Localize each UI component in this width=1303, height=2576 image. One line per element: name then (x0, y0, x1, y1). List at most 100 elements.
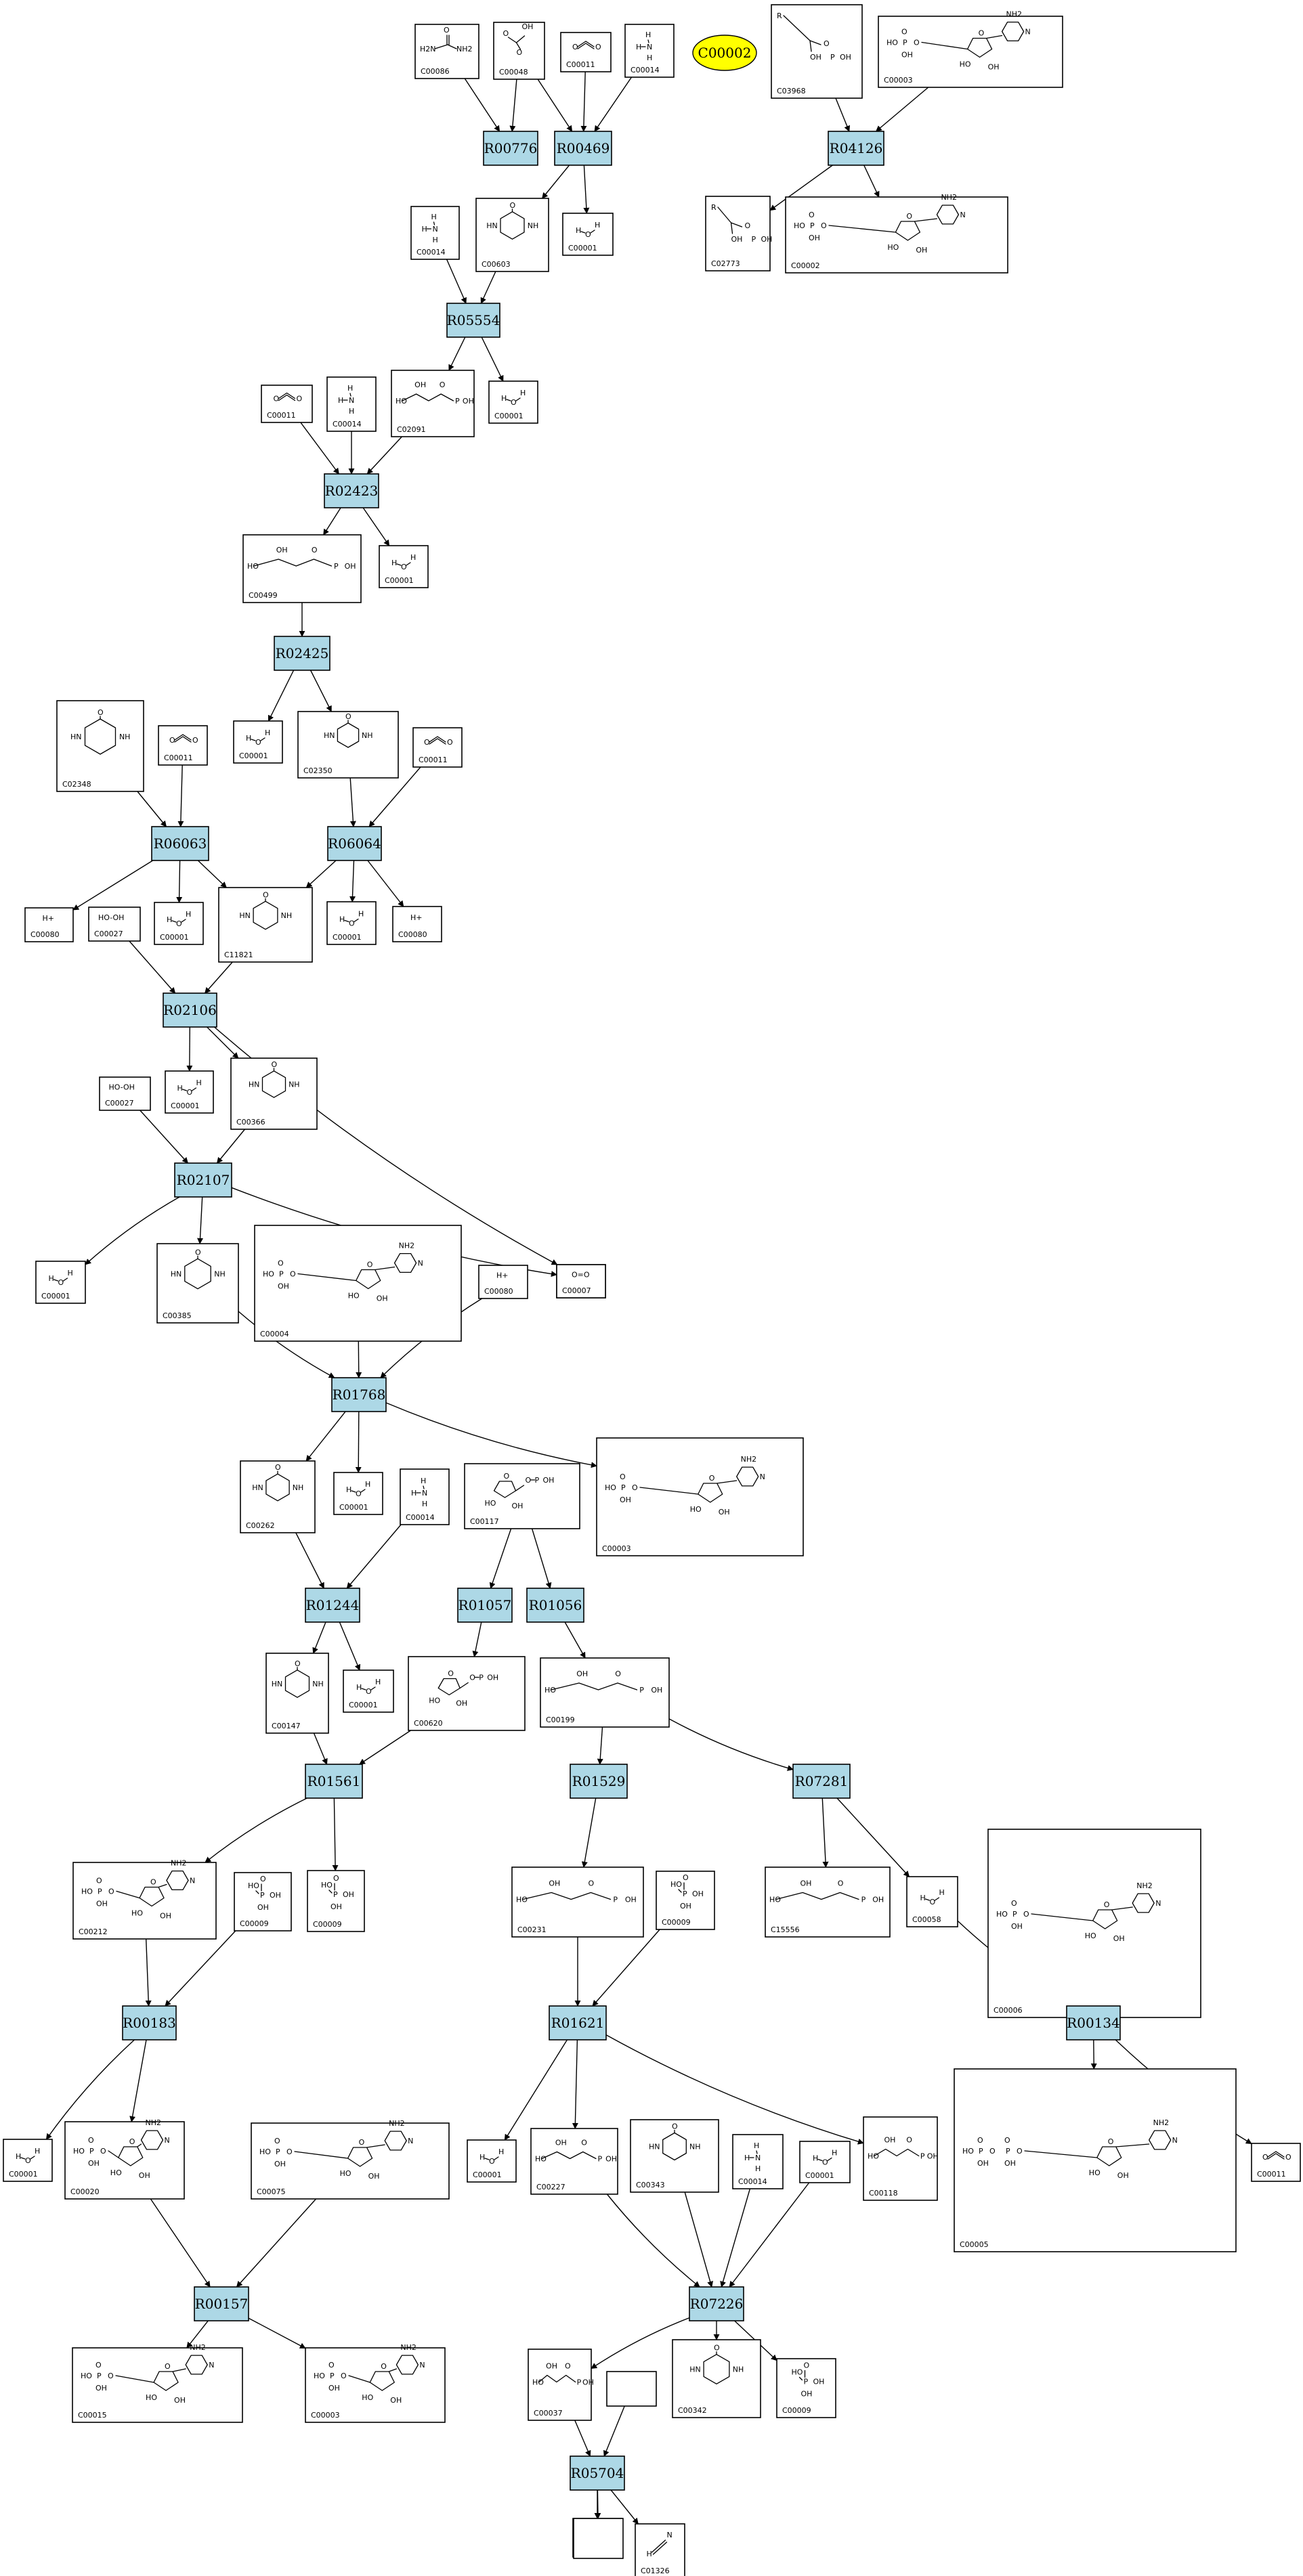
reaction-box[interactable] (305, 1588, 360, 1623)
compound-node[interactable]: H+C00080 (24, 907, 74, 942)
empty-compound-box[interactable] (573, 2518, 624, 2559)
reaction-box[interactable] (194, 2286, 249, 2321)
compound-box[interactable] (158, 725, 208, 766)
compound-box[interactable] (1251, 2143, 1301, 2182)
compound-box[interactable] (863, 2116, 938, 2201)
reaction-box[interactable] (305, 1764, 363, 1799)
compound-box[interactable] (987, 1829, 1201, 2018)
reaction-box[interactable] (554, 131, 612, 166)
compound-box[interactable] (261, 385, 313, 423)
compound-box[interactable] (379, 545, 429, 588)
reaction-box[interactable] (570, 1764, 628, 1799)
compound-box[interactable] (64, 2121, 185, 2200)
reaction-box[interactable] (1066, 2005, 1121, 2040)
compound-box[interactable] (391, 370, 475, 437)
compound-node[interactable]: H+C00080 (392, 906, 442, 942)
compound-box[interactable] (154, 902, 204, 945)
reaction-box[interactable] (792, 1764, 851, 1799)
compound-box[interactable] (540, 1657, 670, 1728)
compound-box[interactable] (624, 24, 675, 78)
reaction-node[interactable]: R01561 (305, 1764, 363, 1799)
reaction-node[interactable]: R00776 (483, 131, 538, 166)
reaction-node[interactable]: R06064 (327, 826, 382, 861)
compound-box[interactable] (799, 2141, 851, 2183)
compound-node[interactable]: H+C00080 (478, 1265, 528, 1299)
compound-box[interactable] (410, 206, 460, 260)
compound-box[interactable] (530, 2128, 618, 2195)
compound-box[interactable] (24, 907, 74, 942)
reaction-node[interactable]: R01244 (305, 1588, 360, 1623)
compound-box[interactable] (488, 380, 538, 424)
reaction-node[interactable]: R05704 (570, 2455, 625, 2491)
compound-box[interactable] (493, 22, 545, 80)
reaction-node[interactable]: R02425 (274, 636, 330, 671)
reaction-node[interactable]: R07226 (689, 2286, 744, 2321)
reaction-box[interactable] (526, 1588, 584, 1623)
reaction-box[interactable] (324, 473, 379, 508)
compound-box[interactable] (392, 906, 442, 942)
reaction-box[interactable] (689, 2286, 744, 2321)
compound-box[interactable] (596, 1437, 804, 1556)
compound-box[interactable] (705, 196, 771, 271)
compound-box[interactable] (556, 1264, 606, 1298)
compound-box[interactable] (732, 2134, 784, 2189)
compound-box[interactable] (56, 700, 144, 792)
compound-box[interactable] (333, 1472, 383, 1515)
compound-box[interactable] (414, 24, 479, 79)
compound-box[interactable] (562, 213, 614, 256)
reaction-box[interactable] (570, 2455, 625, 2491)
compound-box[interactable] (265, 1653, 329, 1734)
reaction-node[interactable]: R02423 (324, 473, 379, 508)
compound-box[interactable] (307, 1870, 365, 1932)
compound-box[interactable] (906, 1876, 958, 1927)
compound-box[interactable] (165, 1070, 214, 1114)
compound-box[interactable] (412, 727, 463, 768)
compound-box[interactable] (954, 2068, 1237, 2252)
reaction-node[interactable]: R04126 (828, 131, 884, 166)
root-compound-ellipse[interactable] (692, 35, 757, 71)
reaction-node[interactable]: R01768 (331, 1377, 387, 1412)
reaction-box[interactable] (446, 303, 500, 338)
compound-box[interactable] (230, 1057, 318, 1130)
reaction-box[interactable] (274, 636, 330, 671)
compound-box[interactable] (878, 16, 1063, 88)
reaction-node[interactable]: R01529 (570, 1764, 628, 1799)
reaction-node[interactable]: R06063 (151, 826, 209, 861)
